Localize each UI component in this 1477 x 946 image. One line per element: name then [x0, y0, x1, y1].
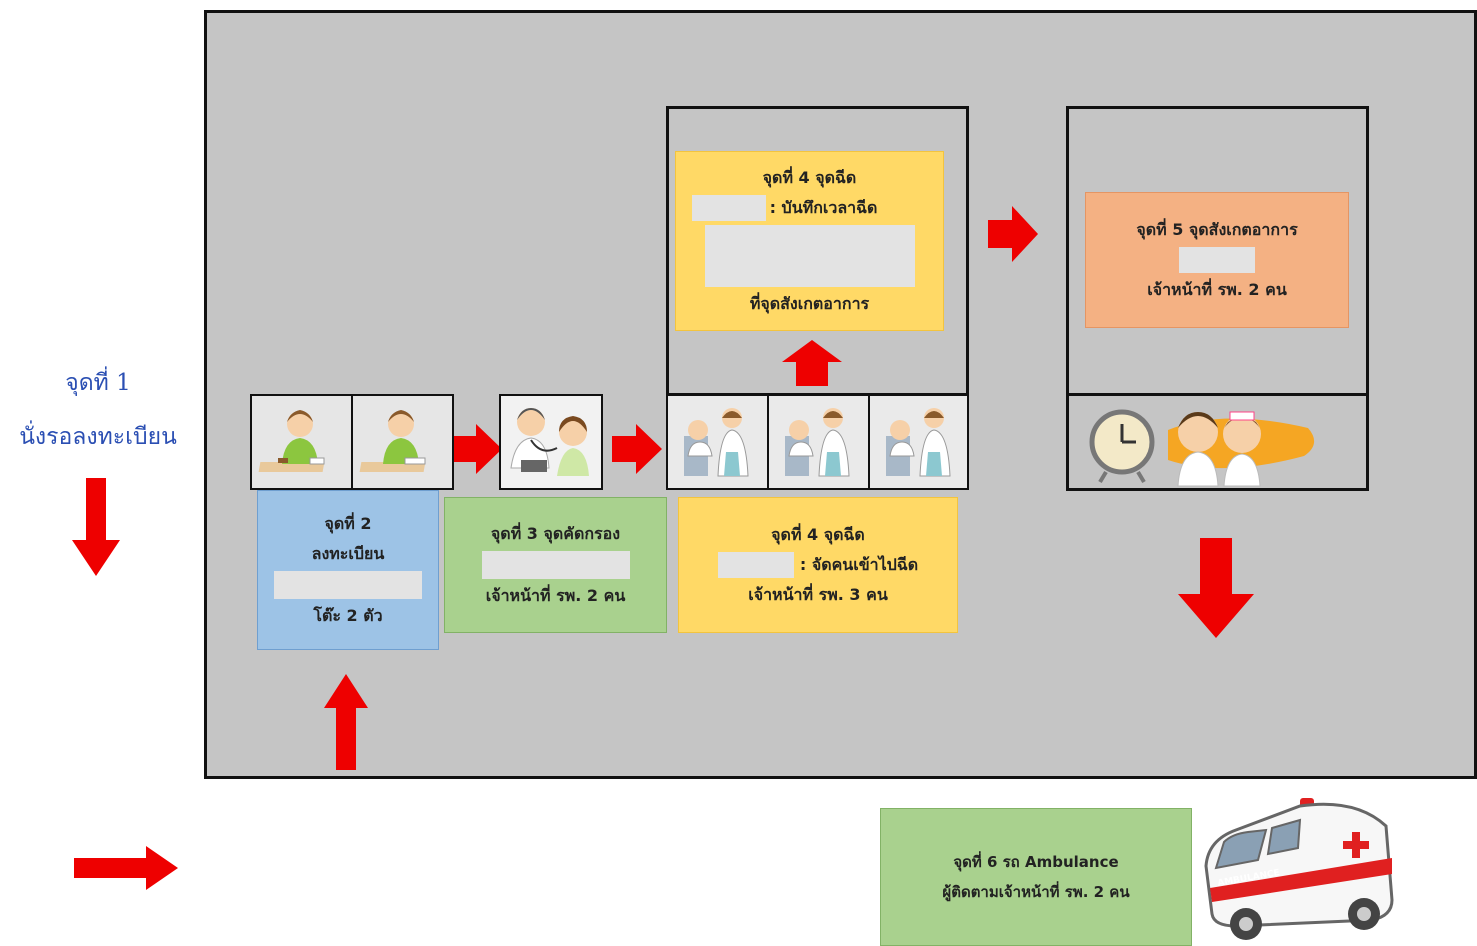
redacted-block	[717, 552, 794, 578]
registration-image-1	[250, 394, 353, 490]
vaccination-image-1	[666, 394, 769, 490]
observation-divider	[1066, 393, 1369, 396]
vaccination-image-3	[868, 394, 969, 490]
screening-nurse-icon	[501, 396, 601, 488]
point4-record-detail: ที่จุดสังเกตอาการ	[749, 294, 870, 313]
redacted-block	[1179, 247, 1255, 273]
point4-inject-row: : จัดคนเข้าไปฉีด	[717, 550, 919, 580]
point4-inject-title: จุดที่ 4 จุดฉีด	[771, 525, 865, 544]
point4-record-title: จุดที่ 4 จุดฉีด	[762, 168, 857, 187]
redacted-block	[691, 195, 766, 221]
ambulance-image: AMBULANCE	[1196, 796, 1400, 942]
observation-room-frame	[1066, 106, 1369, 491]
point2-detail: โต๊ะ 2 ตัว	[313, 606, 383, 625]
registration-person-icon	[359, 410, 426, 472]
redacted-block	[274, 571, 422, 599]
point6-title: จุดที่ 6 รถ Ambulance	[953, 853, 1119, 871]
ambulance-icon: AMBULANCE	[1204, 798, 1394, 940]
point2-box: จุดที่ 2 ลงทะเบียน โต๊ะ 2 ตัว	[257, 490, 439, 650]
arrow-down-point5	[1178, 538, 1254, 638]
point4-record-task: : บันทึกเวลาฉีด	[769, 198, 878, 217]
clock-icon	[1089, 409, 1155, 484]
arrow-right-4-5	[988, 206, 1038, 262]
arrow-up-injection	[782, 340, 842, 386]
clock-staff-icons	[1089, 409, 1315, 487]
registration-image-2	[351, 394, 454, 490]
point5-title: จุดที่ 5 จุดสังเกตอาการ	[1136, 220, 1298, 239]
point5-detail: เจ้าหน้าที่ รพ. 2 คน	[1147, 280, 1287, 299]
vaccination-image-2	[767, 394, 870, 490]
point4-inject-box: จุดที่ 4 จุดฉีด : จัดคนเข้าไปฉีด เจ้าหน้…	[678, 497, 958, 633]
vaccination-icon	[870, 396, 967, 488]
screening-image	[499, 394, 603, 490]
point4-record-row: : บันทึกเวลาฉีด	[691, 193, 878, 223]
arrow-right-2-3	[452, 424, 502, 474]
redacted-block	[704, 225, 915, 287]
point3-box: จุดที่ 3 จุดคัดกรอง เจ้าหน้าที่ รพ. 2 คน	[444, 497, 667, 633]
point5-box: จุดที่ 5 จุดสังเกตอาการ เจ้าหน้าที่ รพ. …	[1085, 192, 1349, 328]
point6-box: จุดที่ 6 รถ Ambulance ผู้ติดตามเจ้าหน้าท…	[880, 808, 1192, 946]
observation-image	[1072, 398, 1364, 488]
point4-record-box: จุดที่ 4 จุดฉีด : บันทึกเวลาฉีด ที่จุดสั…	[675, 151, 944, 331]
staff-icon	[1177, 411, 1261, 487]
registration-person-icon	[258, 410, 325, 472]
point4-inject-task: : จัดคนเข้าไปฉีด	[799, 555, 919, 574]
arrow-up-entrance	[324, 674, 368, 770]
vaccination-icon	[769, 396, 868, 488]
point3-title: จุดที่ 3 จุดคัดกรอง	[490, 524, 621, 543]
arrow-right-bottom-left	[74, 846, 178, 890]
point2-subtitle: ลงทะเบียน	[311, 544, 385, 563]
arrow-down-point1	[72, 478, 120, 576]
point1-subtitle: นั่งรอลงทะเบียน	[19, 424, 177, 450]
point1-title: จุดที่ 1	[65, 370, 131, 396]
vaccination-icon	[668, 396, 767, 488]
point6-detail: ผู้ติดตามเจ้าหน้าที่ รพ. 2 คน	[942, 883, 1130, 901]
point4-inject-detail: เจ้าหน้าที่ รพ. 3 คน	[748, 585, 888, 604]
point2-title: จุดที่ 2	[324, 514, 372, 533]
arrow-right-3-4	[612, 424, 662, 474]
point3-detail: เจ้าหน้าที่ รพ. 2 คน	[485, 586, 626, 605]
point1-label: จุดที่ 1 นั่งรอลงทะเบียน	[0, 356, 196, 464]
redacted-block	[481, 551, 630, 579]
